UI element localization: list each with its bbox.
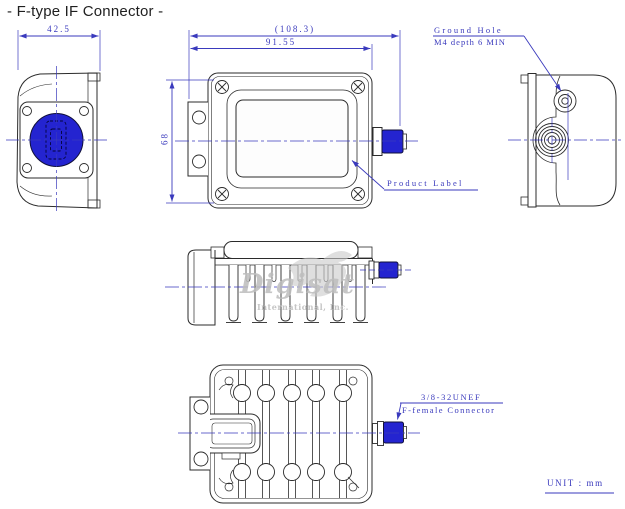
connector-spec-leader [396, 403, 402, 420]
dim-overall-length: (108.3) [274, 24, 316, 34]
label-rim [226, 89, 358, 189]
dim-body-height: 68 [159, 132, 170, 145]
rib-bosses [233, 384, 352, 481]
screw-icon [215, 187, 229, 201]
left-view-centerlines [6, 66, 108, 214]
dim-body-length: 91.55 [265, 37, 297, 47]
connector-spec-line2: F-female Connector [402, 405, 496, 415]
side-view-centerlines [165, 269, 413, 288]
bottom-bracket [189, 396, 210, 471]
ground-hole-label-line1: Ground Hole [434, 25, 503, 35]
dim-left-view-width: 42.5 [47, 24, 71, 34]
unit-note: UNIT : mm [547, 478, 604, 488]
screw-icon [351, 80, 365, 94]
leader-lines [351, 35, 614, 494]
ground-hole-label-line2: M4 depth 6 MIN [434, 37, 506, 47]
right-view-centerlines [508, 93, 621, 180]
f-connector-bottom [372, 421, 407, 446]
watermark-eagle [288, 251, 352, 297]
screw-icon [351, 187, 365, 201]
top-view [175, 72, 418, 209]
flange-bolt-holes [22, 106, 89, 173]
corner-screws [215, 80, 365, 201]
bracket-hole [192, 110, 206, 125]
product-label-annotation: Product Label [387, 178, 464, 188]
side-fin-view [165, 241, 413, 326]
watermark-subtitle: International, Inc. [257, 302, 349, 312]
watermark-text: Digisat [240, 269, 355, 300]
bottom-view [178, 364, 420, 504]
page-title: - F-type IF Connector - [7, 3, 164, 20]
connector-spec-line1: 3/8-32UNEF [421, 392, 482, 402]
ground-hole-leader [523, 35, 562, 92]
f-connector-top [372, 127, 407, 156]
bracket-hole [192, 154, 206, 169]
right-side-view [508, 73, 621, 208]
corner-details [218, 376, 360, 492]
left-side-view [6, 66, 108, 214]
product-label-leader [351, 160, 385, 190]
product-label-area [235, 99, 349, 178]
screw-icon [215, 80, 229, 94]
ground-hole [553, 89, 577, 113]
dimension-lines [17, 30, 401, 204]
bottom-pocket [201, 413, 261, 460]
